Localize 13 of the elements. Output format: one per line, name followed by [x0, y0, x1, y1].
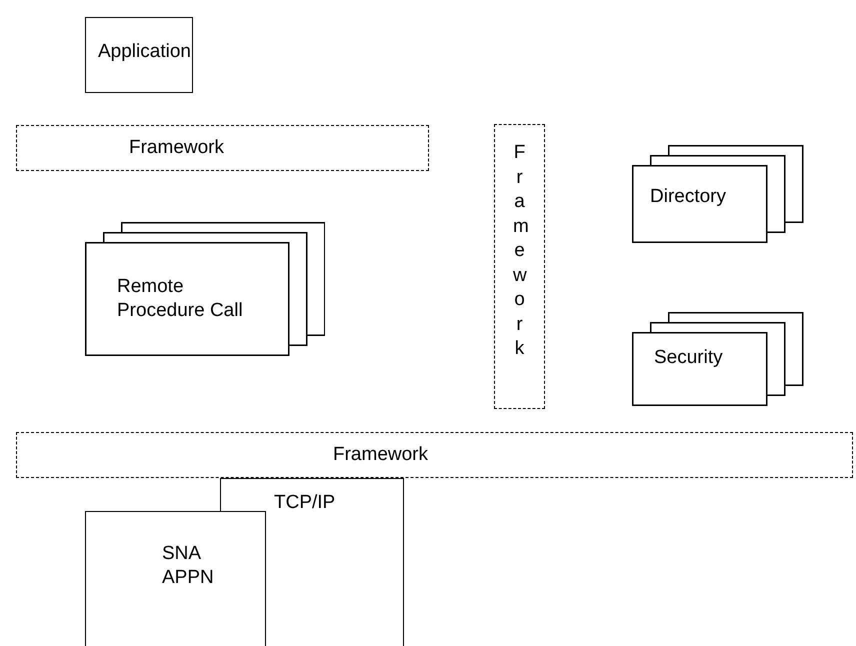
box-label: TCP/IP — [274, 491, 336, 515]
box-label: SNA APPN — [162, 542, 215, 590]
dashed-band — [16, 125, 429, 171]
box-label: Framework — [333, 443, 430, 467]
box-label: Directory — [650, 185, 728, 209]
box-label: Framework — [129, 136, 226, 160]
box-label: Remote Procedure Call — [117, 275, 244, 323]
box-label: Application — [98, 40, 190, 64]
dashed-band — [494, 124, 545, 409]
process-box — [85, 511, 266, 646]
box-label: Security — [654, 346, 724, 370]
box-label: Framework — [512, 141, 530, 361]
process-box — [85, 17, 193, 93]
